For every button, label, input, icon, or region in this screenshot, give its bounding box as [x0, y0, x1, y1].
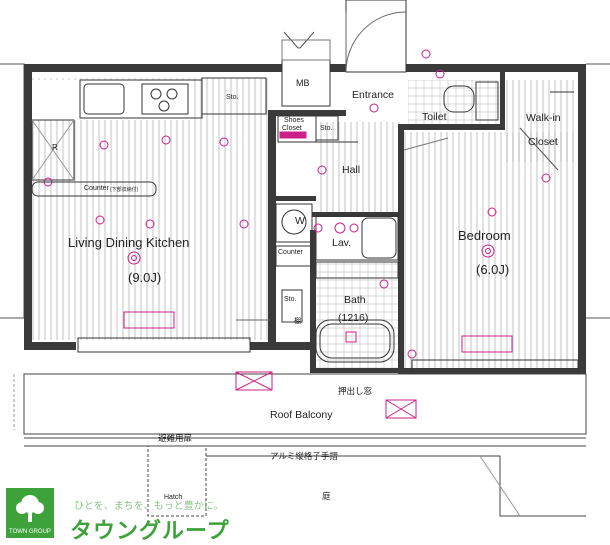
tree-icon — [16, 495, 44, 522]
kitchen-counter-label: Counter — [84, 185, 109, 192]
walkin-label-2: Closet — [528, 136, 558, 148]
walls — [24, 64, 586, 374]
washer-label: W — [295, 215, 305, 227]
walkin-label-1: Walk-in — [526, 112, 561, 124]
ldk-size: (9.0J) — [128, 270, 162, 285]
bath-label: Bath — [344, 294, 366, 306]
mb-label: MB — [296, 78, 310, 88]
roof-balcony-label: Roof Balcony — [270, 409, 333, 421]
window-annotation: 押出し窓 — [338, 387, 373, 397]
toilet-label: Toilet — [422, 111, 447, 123]
electrical-fixtures — [43, 49, 551, 419]
company-brand: タウングループ — [70, 519, 230, 544]
shoes-closet-label-1: Shoes — [284, 117, 304, 124]
floor-areas — [32, 78, 580, 370]
kitchen-counter-note: (下部収納付) — [110, 187, 139, 193]
fridge-label: R — [52, 143, 58, 152]
kitchen-fixtures — [31, 77, 267, 197]
company-slogan: ひとを、まちを、もっと豊かに。 — [74, 501, 224, 512]
entrance-label: Entrance — [352, 89, 395, 101]
lav-counter-label: Counter — [278, 249, 303, 256]
shelf-label: 棚 — [294, 318, 301, 325]
wet-area-fixtures — [315, 81, 499, 363]
lower-storage-label: Sto. — [284, 296, 297, 303]
bedroom-size: (6.0J) — [476, 262, 510, 277]
company-logo: TOWN GROUP — [6, 488, 54, 538]
garden-annotation: 庭 — [322, 492, 331, 502]
bedroom-label: Bedroom — [458, 228, 511, 243]
railing-annotation: アルミ縦格子手摺 — [270, 452, 338, 462]
hall-storage-label: Sto. — [320, 125, 333, 132]
hall-label: Hall — [342, 164, 361, 176]
bath-size: (1216) — [338, 312, 369, 324]
shoes-closet-label-2: Closet — [282, 125, 302, 132]
ldk-label: Living Dining Kitchen — [68, 235, 190, 250]
entrance-area — [281, 0, 407, 107]
evacuation-hatch-annotation: 避難用扉 — [158, 434, 193, 444]
hatch-label: Hatch — [164, 494, 183, 501]
lav-label: Lav. — [332, 237, 352, 249]
hall-fixtures — [236, 115, 358, 323]
kitchen-storage-label: Sto. — [226, 94, 239, 101]
balcony — [13, 373, 587, 517]
company-name: TOWN GROUP — [9, 529, 51, 535]
